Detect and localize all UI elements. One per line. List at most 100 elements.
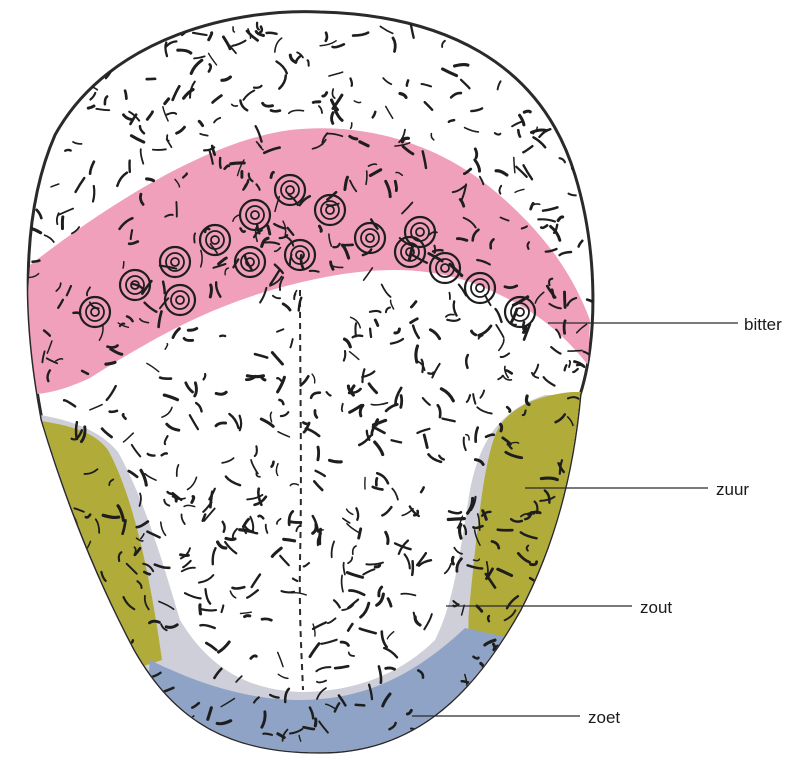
papilla-mark bbox=[483, 703, 487, 718]
papilla-mark bbox=[395, 181, 396, 190]
papilla-mark bbox=[527, 52, 533, 63]
label-bitter: bitter bbox=[744, 315, 782, 334]
papilla-mark bbox=[550, 592, 557, 603]
papilla-mark bbox=[104, 720, 111, 732]
papilla-mark bbox=[81, 722, 95, 731]
papilla-mark bbox=[541, 674, 546, 682]
papilla-mark bbox=[25, 48, 38, 50]
papilla-mark bbox=[587, 47, 591, 52]
papilla-mark bbox=[34, 694, 38, 708]
papilla-mark bbox=[416, 346, 418, 362]
papilla-mark bbox=[523, 654, 537, 660]
papilla-mark bbox=[123, 262, 124, 269]
papilla-mark bbox=[38, 597, 49, 609]
papilla-mark bbox=[55, 686, 58, 700]
papilla-mark bbox=[210, 285, 211, 297]
papilla-mark bbox=[549, 22, 553, 37]
papilla-mark bbox=[153, 149, 166, 150]
papilla-mark bbox=[115, 35, 116, 47]
papilla-mark bbox=[58, 52, 60, 58]
papilla-mark bbox=[33, 261, 40, 262]
papilla-mark bbox=[78, 655, 89, 665]
papilla-mark bbox=[326, 33, 327, 41]
papilla-mark bbox=[452, 557, 453, 564]
papilla-mark bbox=[513, 700, 521, 710]
papilla-mark bbox=[56, 632, 69, 642]
label-zout: zout bbox=[640, 598, 672, 617]
papilla-mark bbox=[460, 525, 461, 539]
papilla-mark bbox=[562, 116, 565, 124]
papilla-mark bbox=[170, 723, 180, 732]
papilla-mark bbox=[551, 79, 556, 87]
papilla-mark bbox=[79, 734, 83, 748]
papilla-mark bbox=[53, 625, 57, 639]
papilla-mark bbox=[359, 529, 361, 538]
papilla-mark bbox=[551, 575, 561, 584]
papilla-mark bbox=[498, 530, 513, 531]
papilla-mark bbox=[126, 33, 129, 41]
papilla-mark bbox=[86, 595, 94, 601]
papilla-mark bbox=[545, 21, 548, 27]
papilla-mark bbox=[181, 555, 189, 556]
papilla-mark bbox=[65, 150, 71, 151]
papilla-mark bbox=[101, 630, 108, 635]
papilla-mark bbox=[37, 602, 47, 611]
papilla-mark bbox=[51, 117, 57, 120]
papilla-mark bbox=[67, 707, 79, 709]
papilla-mark bbox=[543, 633, 552, 640]
papilla-mark bbox=[61, 654, 67, 668]
papilla-mark bbox=[511, 703, 514, 710]
papilla-mark bbox=[526, 681, 531, 683]
papilla-mark bbox=[20, 50, 33, 52]
papilla-mark bbox=[76, 627, 82, 634]
papilla-mark bbox=[34, 644, 37, 649]
papilla-mark bbox=[376, 420, 378, 425]
papilla-mark bbox=[220, 158, 221, 168]
papilla-mark bbox=[448, 519, 464, 520]
papilla-mark bbox=[433, 250, 443, 251]
papilla-mark bbox=[552, 643, 568, 647]
papilla-mark bbox=[41, 149, 43, 156]
papilla-mark bbox=[29, 677, 42, 682]
papilla-mark bbox=[37, 112, 41, 123]
papilla-mark bbox=[547, 709, 560, 710]
papilla-mark bbox=[267, 33, 277, 34]
papilla-mark bbox=[32, 628, 40, 634]
papilla-mark bbox=[93, 186, 94, 202]
papilla-mark bbox=[546, 23, 552, 35]
papilla-mark bbox=[547, 682, 550, 689]
papilla-mark bbox=[49, 609, 60, 610]
papilla-mark bbox=[568, 44, 569, 54]
papilla-mark bbox=[370, 329, 371, 337]
papilla-mark bbox=[60, 31, 68, 35]
papilla-mark bbox=[551, 651, 559, 663]
papilla-mark bbox=[52, 613, 59, 615]
papilla-mark bbox=[366, 171, 367, 184]
papilla-mark bbox=[40, 103, 43, 109]
papilla-mark bbox=[48, 462, 54, 468]
papilla-mark bbox=[474, 657, 479, 659]
papilla-mark bbox=[92, 664, 99, 679]
tongue-outline bbox=[28, 12, 593, 753]
papilla-mark bbox=[147, 179, 154, 181]
papilla-mark bbox=[543, 739, 551, 749]
papilla-mark bbox=[576, 129, 583, 142]
papilla-mark bbox=[583, 617, 595, 621]
papilla-mark bbox=[71, 97, 76, 100]
papilla-mark bbox=[160, 378, 171, 379]
papilla-mark bbox=[562, 91, 565, 98]
papilla-mark bbox=[66, 636, 68, 641]
papilla-mark bbox=[30, 605, 39, 614]
papilla-mark bbox=[132, 726, 133, 733]
papilla-mark bbox=[525, 629, 528, 646]
papilla-mark bbox=[46, 73, 50, 78]
papilla-mark bbox=[454, 725, 462, 728]
papilla-mark bbox=[30, 683, 37, 688]
papilla-mark bbox=[34, 694, 43, 697]
papilla-mark bbox=[330, 460, 342, 462]
papilla-mark bbox=[583, 174, 587, 188]
papilla-mark bbox=[308, 60, 309, 65]
papilla-mark bbox=[568, 350, 582, 351]
papilla-mark bbox=[449, 293, 450, 299]
papilla-mark bbox=[580, 582, 589, 586]
